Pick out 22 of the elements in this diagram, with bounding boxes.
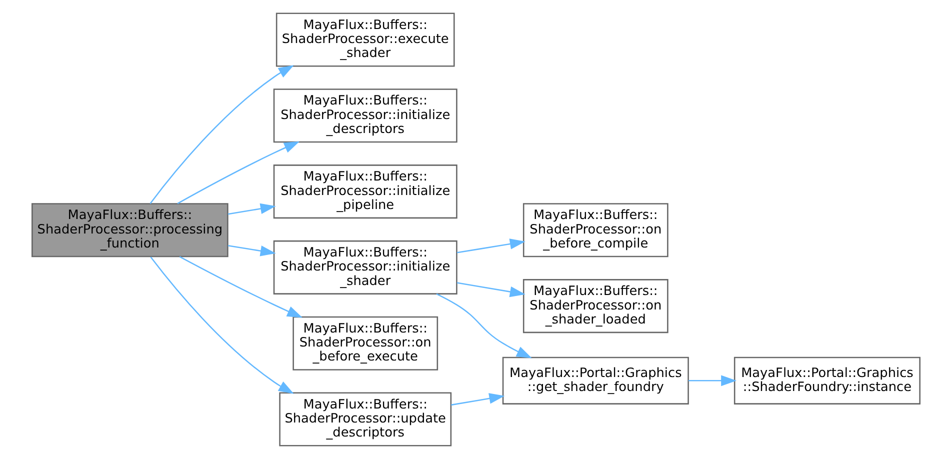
node-box: MayaFlux::Buffers:: ShaderProcessor::on _before_execute (292, 316, 438, 370)
node-box: MayaFlux::Buffers:: ShaderProcessor::execute _shader (276, 12, 455, 67)
node-box: MayaFlux::Buffers:: ShaderProcessor::initialize _pipeline (273, 164, 458, 219)
node-box: MayaFlux::Buffers:: ShaderProcessor::processing _function (32, 203, 228, 258)
arrow (179, 256, 303, 318)
arrow (436, 293, 532, 358)
node-box: MayaFlux::Buffers:: ShaderProcessor::update _descriptors (279, 392, 452, 446)
arrow (456, 238, 526, 254)
arrow (688, 375, 737, 386)
arrow (177, 141, 300, 204)
node-box: MayaFlux::Buffers:: ShaderProcessor::initialize _shader (273, 240, 458, 294)
node-box: MayaFlux::Portal::Graphics ::get_shader_foundry (502, 356, 689, 404)
node-box: MayaFlux::Portal::Graphics ::ShaderFoundry::instance (734, 356, 920, 404)
arrow (228, 245, 276, 256)
arrow (150, 65, 294, 204)
arrow (150, 256, 294, 394)
arrow (451, 393, 505, 406)
arrow (456, 282, 526, 298)
node-box: MayaFlux::Buffers:: ShaderProcessor::on _shader_loaded (522, 279, 668, 334)
node-box: MayaFlux::Buffers:: ShaderProcessor::initialize _descriptors (273, 88, 458, 143)
node-box: MayaFlux::Buffers:: ShaderProcessor::on _before_compile (522, 203, 668, 258)
arrow (228, 203, 276, 215)
